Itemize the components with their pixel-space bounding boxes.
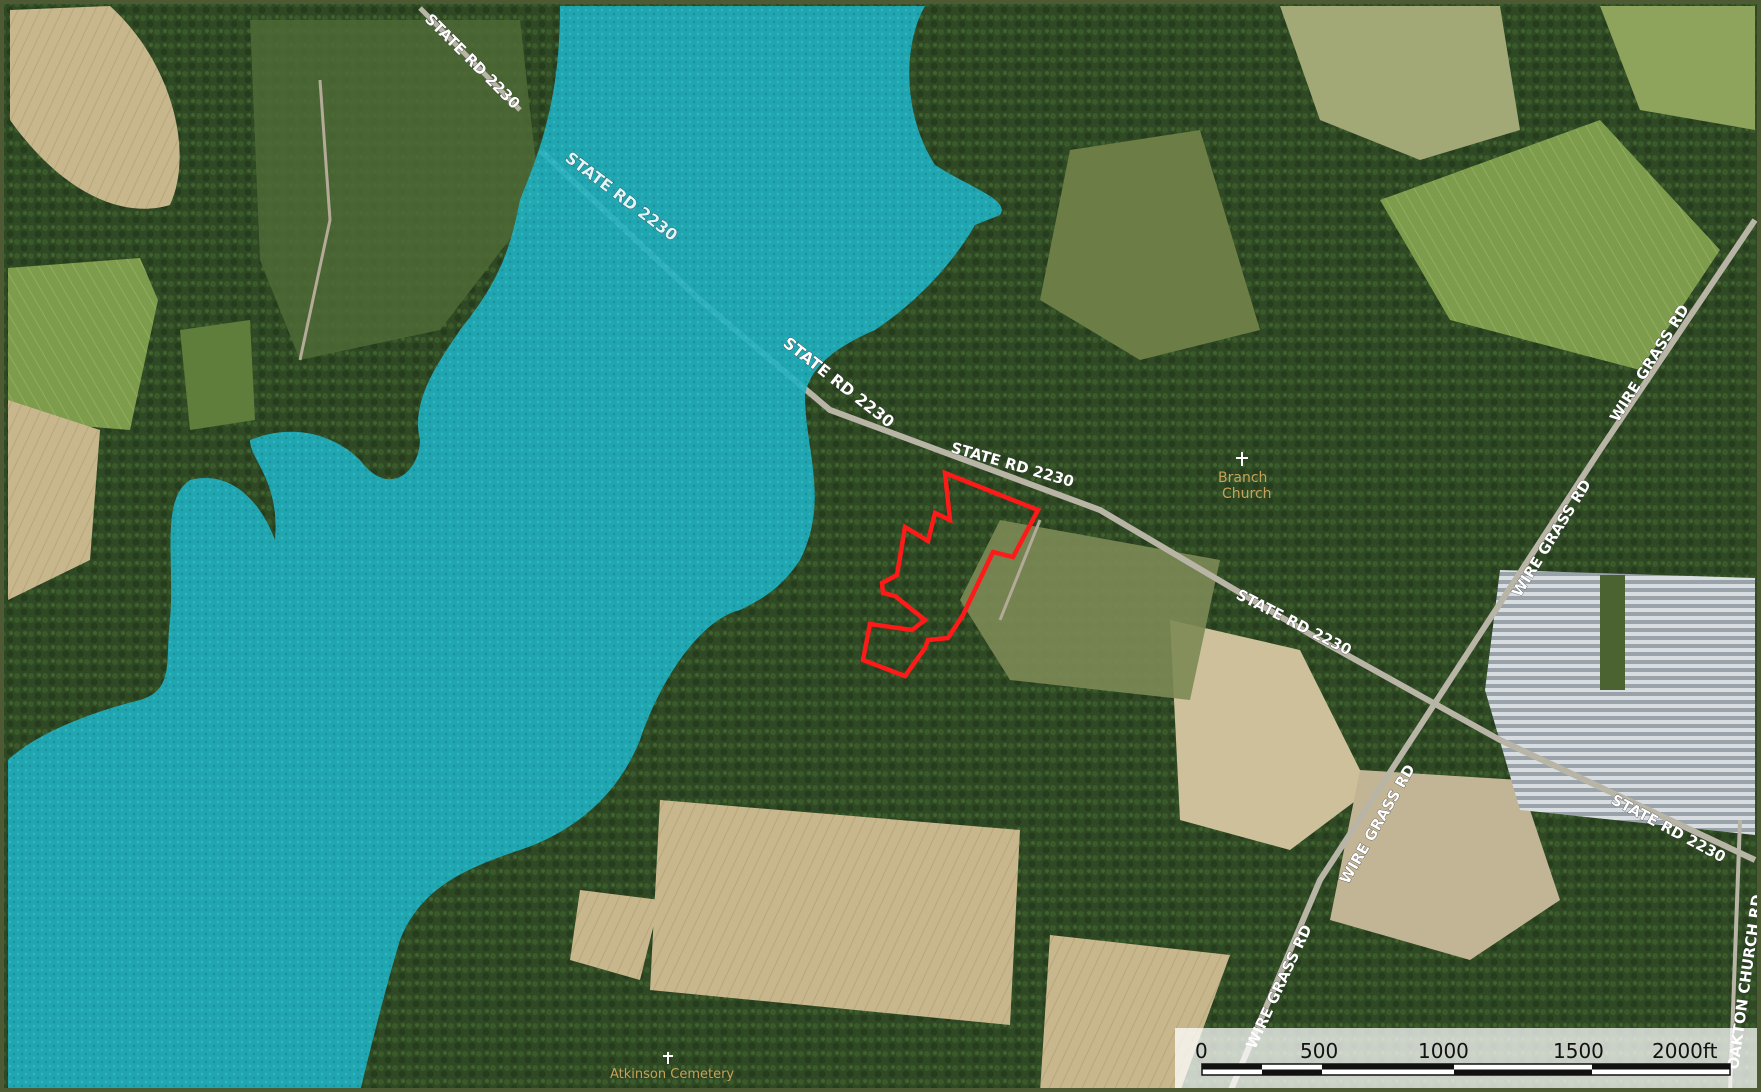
scale-bar-segment-5	[1592, 1064, 1730, 1070]
field-northwest-oval	[10, 6, 180, 209]
field-clearing-north	[1040, 130, 1260, 360]
field-west-green	[8, 258, 158, 430]
field-east-lower	[1330, 770, 1560, 960]
scale-tick-1500: 1500	[1553, 1039, 1604, 1063]
scale-bar-segment-3	[1322, 1064, 1454, 1070]
road-state-rd-2230-northwest	[418, 6, 522, 112]
solar-farm	[1485, 570, 1755, 835]
field-west-tan	[8, 400, 100, 600]
scale-tick-500: 500	[1300, 1039, 1338, 1063]
cemetery-label: Atkinson Cemetery	[610, 1067, 734, 1082]
flood-zone	[8, 6, 1002, 1092]
church-label-line1: Branch	[1218, 470, 1267, 486]
cemetery-marker	[663, 1052, 673, 1064]
parcel-outline[interactable]	[860, 469, 1042, 679]
scale-bar-segment-4	[1454, 1069, 1592, 1075]
church-marker	[1236, 452, 1248, 466]
road-wire-grass	[1227, 218, 1758, 1092]
field-east-center	[1170, 620, 1370, 850]
scale-bar-background	[1175, 1028, 1761, 1092]
solar-farm-gap	[1600, 575, 1625, 690]
scale-bar-segment-1	[1202, 1064, 1262, 1070]
road-local-north	[298, 79, 332, 361]
field-south-small	[570, 890, 660, 980]
residential-center	[960, 520, 1220, 700]
road-local-center	[998, 519, 1042, 621]
scale-tick-1000: 1000	[1418, 1039, 1469, 1063]
scale-tick-0: 0	[1195, 1039, 1208, 1063]
field-northeast-top	[1280, 6, 1520, 160]
field-west-small	[180, 320, 255, 430]
field-south-center	[650, 800, 1020, 1025]
scale-bar-segment-2	[1262, 1069, 1322, 1075]
scale-bar: 0 500 1000 1500 2000ft	[1175, 1028, 1761, 1092]
church-label-line2: Church	[1222, 486, 1272, 502]
field-northeast-green	[1380, 120, 1720, 370]
field-northeast-corner	[1600, 6, 1755, 130]
scale-tick-2000ft: 2000ft	[1652, 1039, 1718, 1063]
